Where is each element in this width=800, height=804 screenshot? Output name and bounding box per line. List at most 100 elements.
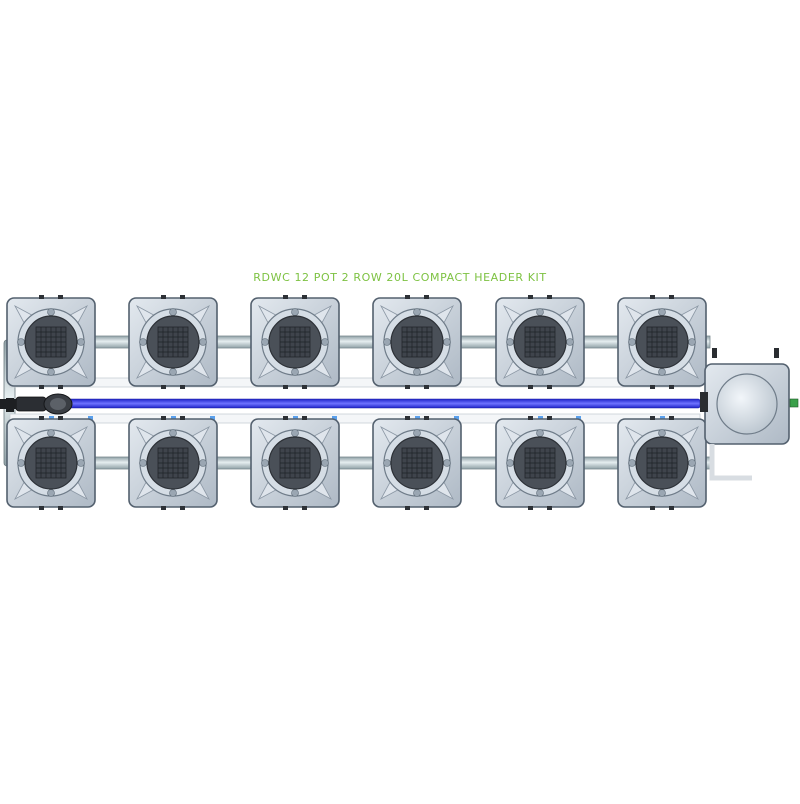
pot-lid-lug	[536, 368, 544, 376]
control-bucket	[700, 348, 799, 481]
pot-1	[6, 295, 96, 389]
pot-lid-lug	[506, 459, 514, 467]
pot-clip	[669, 506, 674, 510]
pump-valve-center	[50, 398, 66, 410]
pot-lid-lug	[291, 368, 299, 376]
control-bucket-lid	[716, 373, 778, 435]
pot-lid-lug	[658, 308, 666, 316]
pot-lid-lug	[199, 338, 207, 346]
return-pipe-row-2	[9, 456, 711, 470]
pot-lid-lug	[566, 338, 574, 346]
pot-lid-lug	[47, 429, 55, 437]
pot-lid-lug	[169, 368, 177, 376]
pot-clip	[405, 416, 410, 420]
pot-clip	[528, 506, 533, 510]
pot-clip	[528, 385, 533, 389]
pot-lid-lug	[261, 338, 269, 346]
pot-6	[617, 295, 707, 389]
pot-lid-lug	[383, 459, 391, 467]
pot-clip	[528, 416, 533, 420]
pot-clip	[39, 385, 44, 389]
pot-clip	[39, 295, 44, 299]
pot-lid-lug	[169, 429, 177, 437]
pot-12	[617, 416, 707, 510]
pot-clip	[669, 385, 674, 389]
pot-clip	[283, 506, 288, 510]
pot-4	[372, 295, 462, 389]
pot-clip	[424, 506, 429, 510]
pot-clip	[283, 416, 288, 420]
supply-fitting	[210, 416, 215, 421]
pump-body	[15, 396, 47, 412]
pot-lid-lug	[536, 308, 544, 316]
supply-fitting	[332, 416, 337, 421]
pot-lid-lug	[17, 338, 25, 346]
pot-5	[495, 295, 585, 389]
pot-7	[6, 416, 96, 510]
pot-clip	[405, 385, 410, 389]
pot-lid-lug	[47, 489, 55, 497]
pot-clip	[302, 385, 307, 389]
bucket-inlet-fitting	[700, 392, 708, 412]
pot-clip	[424, 416, 429, 420]
pot-lid-lug	[139, 459, 147, 467]
pot-lid-lug	[321, 459, 329, 467]
supply-fitting	[454, 416, 459, 421]
pot-lid-lug	[291, 429, 299, 437]
pot-lid-lug	[383, 338, 391, 346]
pot-clip	[283, 385, 288, 389]
pot-clip	[302, 506, 307, 510]
pot-clip	[180, 506, 185, 510]
pot-lid-lug	[139, 338, 147, 346]
pot-clip	[528, 295, 533, 299]
pot-lid-lug	[47, 368, 55, 376]
pot-lid-lug	[443, 338, 451, 346]
pot-clip	[161, 506, 166, 510]
pot-lid-lug	[291, 489, 299, 497]
pot-clip	[424, 295, 429, 299]
pot-clip	[58, 385, 63, 389]
pot-10	[372, 416, 462, 510]
pot-lid-lug	[536, 429, 544, 437]
pot-clip	[547, 385, 552, 389]
pot-clip	[547, 506, 552, 510]
pot-lid-lug	[628, 338, 636, 346]
pot-clip	[39, 506, 44, 510]
pot-clip	[650, 416, 655, 420]
supply-line-upper	[9, 377, 701, 388]
bucket-outlet-fitting	[789, 398, 799, 408]
pot-clip	[405, 506, 410, 510]
pump-assembly	[0, 393, 73, 415]
supply-fitting	[88, 416, 93, 421]
pot-clip	[547, 416, 552, 420]
pot-clip	[547, 295, 552, 299]
pot-3	[250, 295, 340, 389]
pot-lid-lug	[566, 459, 574, 467]
pot-lid-lug	[688, 338, 696, 346]
pot-clip	[669, 416, 674, 420]
pot-clip	[650, 385, 655, 389]
pot-lid-lug	[291, 308, 299, 316]
pot-clip	[58, 416, 63, 420]
pot-clip	[180, 416, 185, 420]
supply-line-lower	[9, 413, 701, 424]
pot-lid-lug	[17, 459, 25, 467]
pot-lid-lug	[658, 429, 666, 437]
bucket-handle	[712, 348, 717, 358]
pot-clip	[650, 506, 655, 510]
pot-clip	[302, 416, 307, 420]
pot-lid-lug	[658, 368, 666, 376]
pot-clip	[180, 295, 185, 299]
pot-lid-lug	[536, 489, 544, 497]
pot-clip	[405, 295, 410, 299]
pot-clip	[283, 295, 288, 299]
pot-clip	[424, 385, 429, 389]
pot-9	[250, 416, 340, 510]
pot-lid-lug	[77, 459, 85, 467]
pot-lid-lug	[169, 308, 177, 316]
pot-lid-lug	[506, 338, 514, 346]
return-pipe-row-1	[9, 335, 711, 349]
pot-clip	[669, 295, 674, 299]
pot-lid-lug	[413, 489, 421, 497]
